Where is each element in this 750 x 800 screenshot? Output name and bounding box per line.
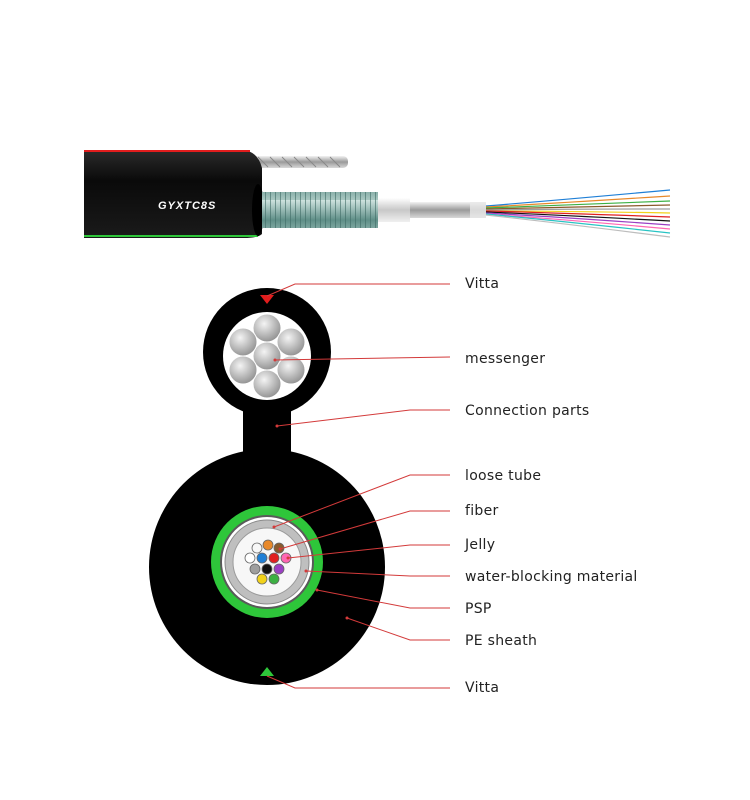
label-connection-parts: Connection parts bbox=[465, 403, 589, 419]
inner-tube-side bbox=[410, 202, 486, 218]
vitta-bottom-marker bbox=[260, 667, 274, 676]
jelly bbox=[232, 527, 302, 597]
product-name: GYXTC8S bbox=[158, 200, 216, 212]
label-vitta-bottom: Vitta bbox=[465, 680, 499, 696]
label-psp: PSP bbox=[465, 601, 492, 617]
label-messenger: messenger bbox=[465, 351, 545, 367]
label-fiber: fiber bbox=[465, 503, 499, 519]
messenger-wires bbox=[228, 313, 306, 399]
label-jelly: Jelly bbox=[464, 537, 495, 553]
labels: Vitta messenger Connection parts loose t… bbox=[464, 276, 638, 696]
fiber-fan bbox=[485, 189, 671, 238]
armor-side bbox=[262, 192, 378, 228]
label-loose-tube: loose tube bbox=[465, 468, 541, 484]
sheath-side bbox=[84, 150, 262, 238]
leader-lines bbox=[266, 283, 451, 689]
loose-tube-side bbox=[378, 198, 410, 222]
label-pe-sheath: PE sheath bbox=[465, 633, 537, 649]
label-water-blocking: water-blocking material bbox=[465, 569, 638, 585]
messenger-strand-side bbox=[250, 156, 348, 168]
fibers bbox=[244, 539, 292, 585]
cable-cross-section bbox=[149, 288, 385, 685]
vitta-top-marker bbox=[260, 295, 274, 304]
cable-side-view: GYXTC8S bbox=[84, 150, 671, 238]
label-vitta-top: Vitta bbox=[465, 276, 499, 292]
